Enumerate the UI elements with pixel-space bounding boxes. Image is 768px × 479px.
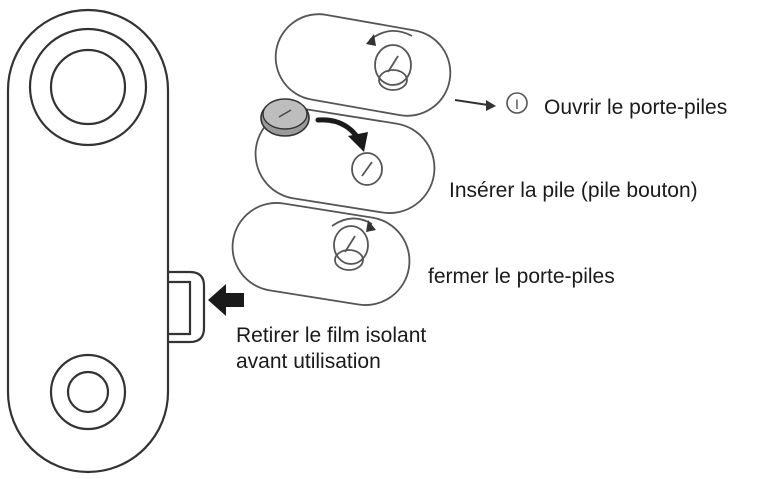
holder-slot-1 bbox=[387, 55, 399, 73]
film-arrow bbox=[208, 284, 244, 316]
holder-lid-3-shadow bbox=[334, 249, 364, 271]
open-arrow-head bbox=[486, 100, 496, 111]
rotate-arrow-3 bbox=[331, 217, 373, 227]
holder-lid-1-shadow bbox=[378, 69, 408, 91]
step-open-label: Ouvrir le porte-piles bbox=[544, 96, 728, 119]
remote-body bbox=[6, 8, 170, 474]
film-instruction-line2: avant utilisation bbox=[236, 350, 381, 373]
coin-battery bbox=[260, 98, 310, 137]
coin-battery-mark bbox=[278, 109, 292, 118]
bottom-button-inner bbox=[66, 370, 110, 414]
holder-insert bbox=[254, 108, 436, 214]
holder-body-1 bbox=[274, 13, 452, 117]
top-button-inner bbox=[49, 48, 127, 126]
battery-slot bbox=[351, 152, 383, 186]
insulating-film-tab bbox=[168, 270, 206, 344]
insulating-film-inner bbox=[168, 280, 192, 336]
rotate-arrow-1-head bbox=[366, 34, 376, 46]
holder-lid-3 bbox=[333, 225, 369, 265]
holder-open bbox=[274, 13, 452, 117]
holder-close bbox=[231, 202, 411, 306]
holder-body-2 bbox=[254, 108, 436, 214]
rotate-arrow-3-head bbox=[366, 220, 376, 232]
bottom-button-outer bbox=[49, 353, 127, 431]
film-instruction-line1: Retirer le film isolant bbox=[236, 324, 427, 347]
rotate-arrow-1 bbox=[369, 30, 413, 41]
remote-device bbox=[6, 8, 206, 474]
step-close-label: fermer le porte-piles bbox=[428, 265, 615, 288]
insert-arrow-head bbox=[348, 132, 368, 152]
battery-slot-mark bbox=[361, 161, 373, 177]
holder-slot-3 bbox=[344, 235, 356, 253]
film-instruction: Retirer le film isolant avant utilisatio… bbox=[236, 323, 426, 375]
top-button-outer bbox=[28, 27, 148, 147]
holder-body-3 bbox=[231, 202, 411, 306]
open-marker: I bbox=[515, 96, 519, 112]
open-arrow bbox=[454, 99, 489, 106]
holder-lid-1 bbox=[374, 44, 412, 86]
open-marker-circle bbox=[506, 92, 528, 114]
step-insert-label: Insérer la pile (pile bouton) bbox=[449, 179, 698, 202]
